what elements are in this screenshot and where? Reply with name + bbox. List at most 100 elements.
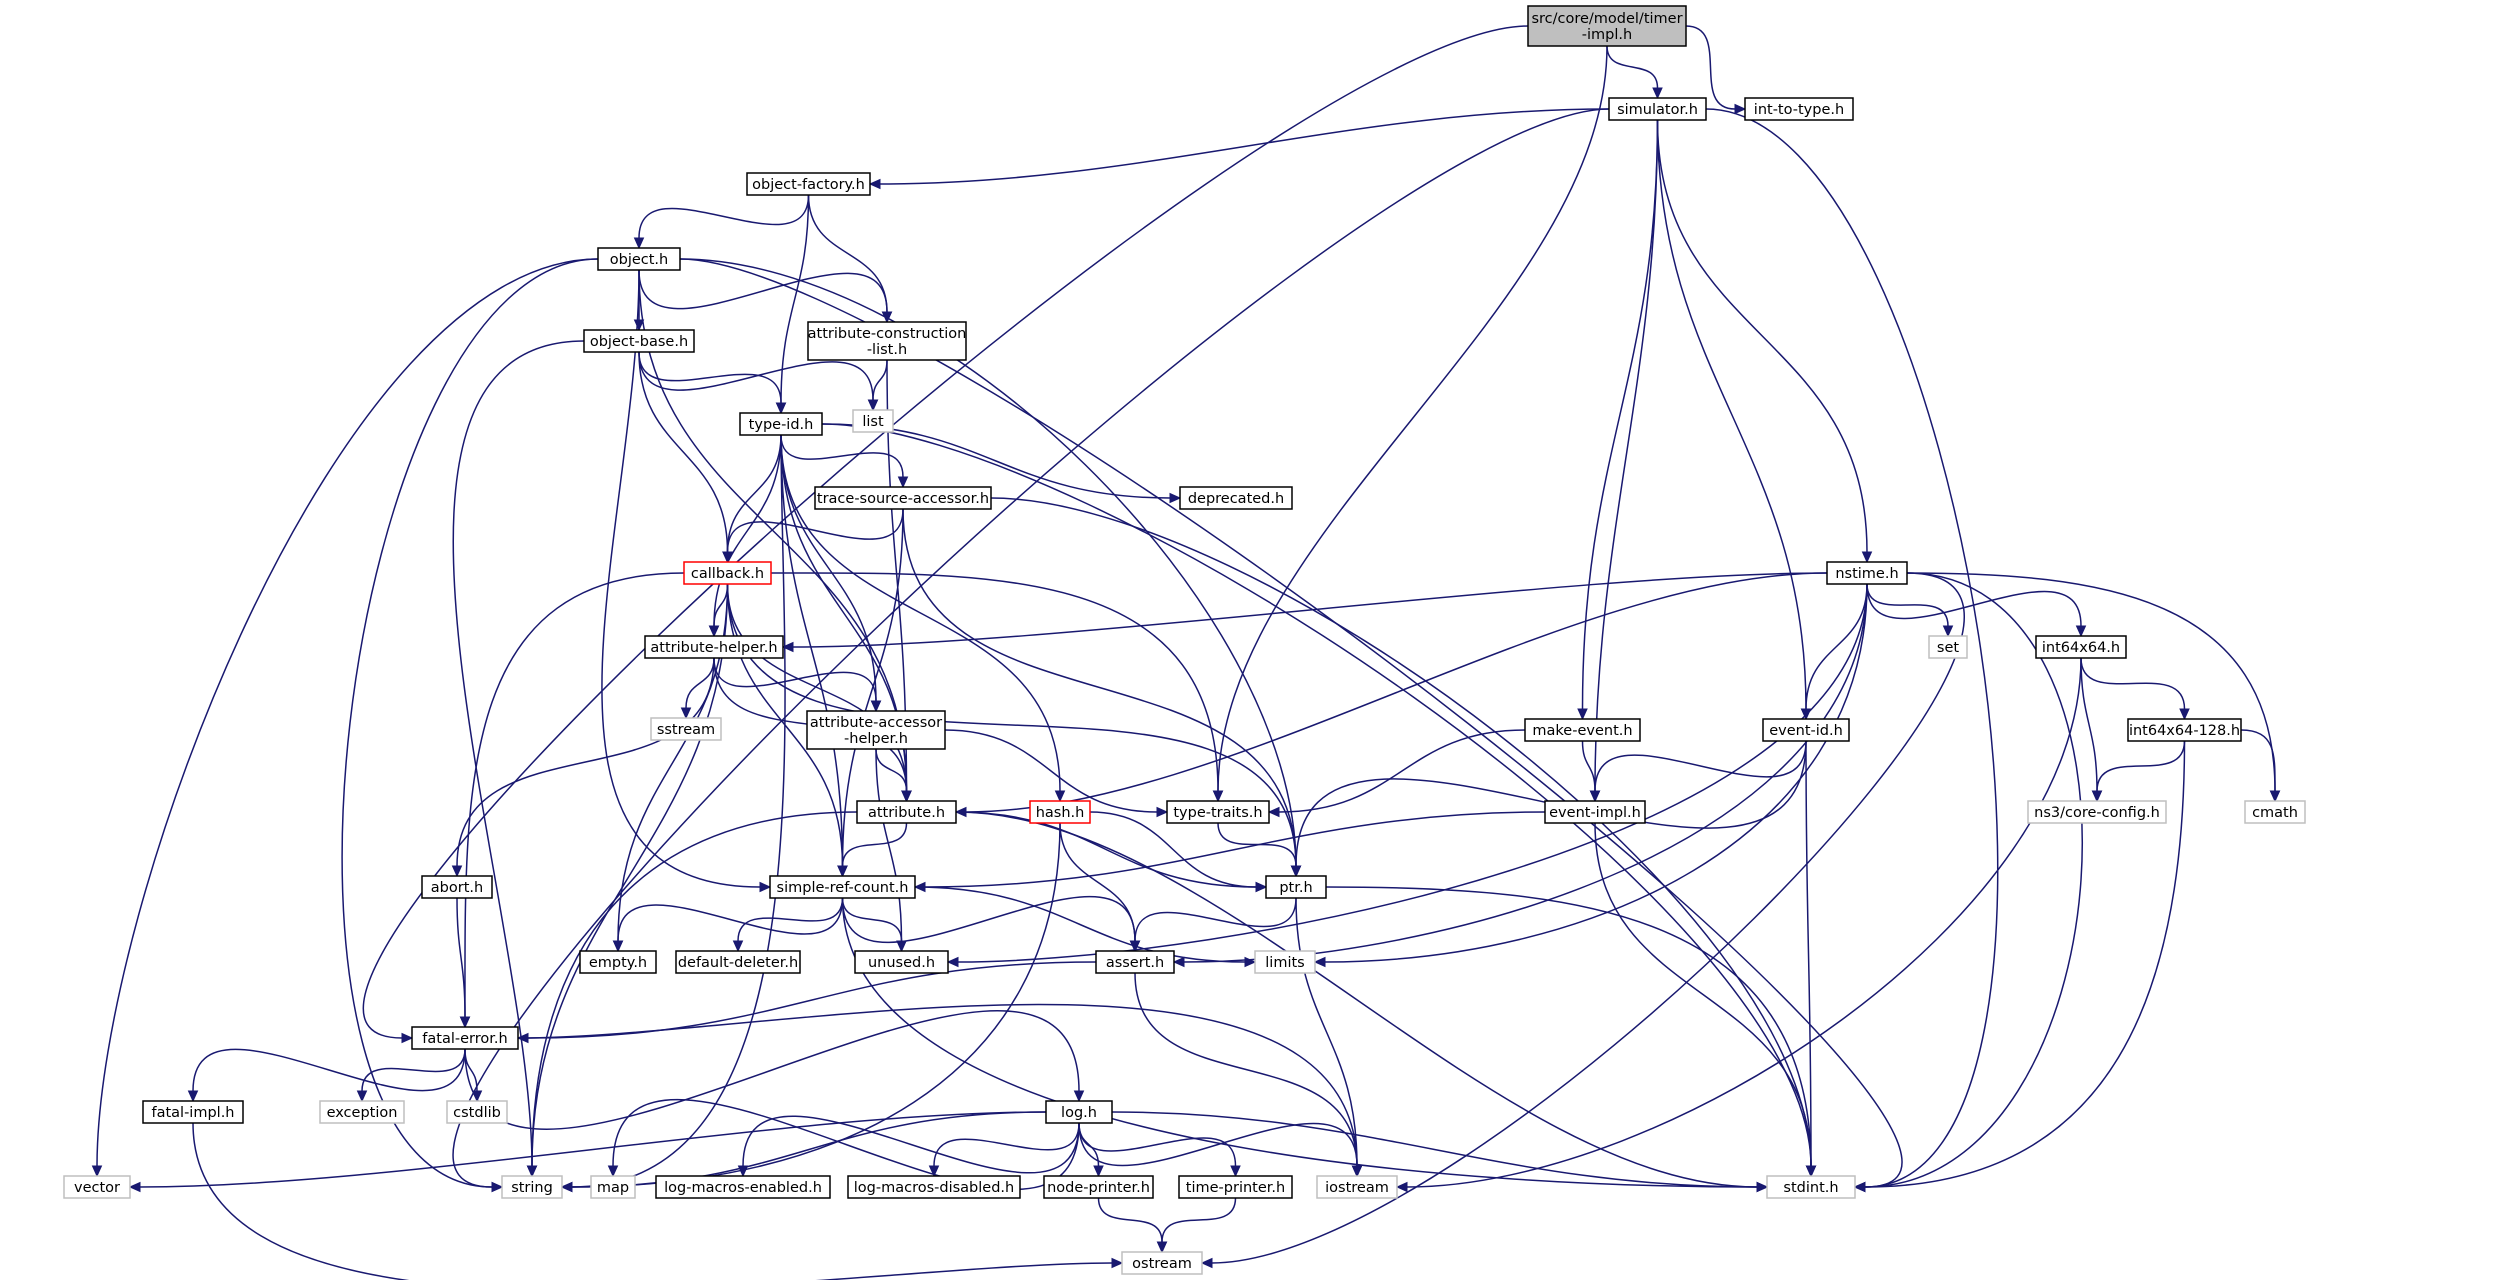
node-box xyxy=(579,950,657,974)
node-unused[interactable]: unused.h xyxy=(854,950,949,974)
node-defdel[interactable]: default-deleter.h xyxy=(675,950,801,974)
node-typetraits[interactable]: type-traits.h xyxy=(1166,800,1270,824)
node-label: simple-ref-count.h xyxy=(777,880,909,896)
edge-line xyxy=(726,434,782,553)
node-eventid[interactable]: event-id.h xyxy=(1762,718,1850,742)
node-log[interactable]: log.h xyxy=(1045,1100,1113,1124)
edge-timer-to-fatalerror xyxy=(362,25,1529,1044)
edge-simulator-to-objfactory xyxy=(868,108,1610,190)
node-lme[interactable]: log-macros-enabled.h xyxy=(655,1175,831,1199)
node-fatalerror[interactable]: fatal-error.h xyxy=(411,1026,519,1050)
edge-log-to-lme xyxy=(737,1115,1080,1178)
node-box xyxy=(1179,486,1293,510)
node-hash[interactable]: hash.h xyxy=(1029,800,1091,824)
node-attribute[interactable]: attribute.h xyxy=(856,800,957,824)
node-label: type-id.h xyxy=(749,417,814,433)
node-attrhelper[interactable]: attribute-helper.h xyxy=(644,635,784,659)
edge-line xyxy=(924,811,1546,888)
node-label: int64x64.h xyxy=(2042,640,2120,656)
edge-line xyxy=(990,497,1812,1167)
node-label: trace-source-accessor.h xyxy=(817,491,989,507)
node-cstdlib: cstdlib xyxy=(446,1100,508,1124)
node-eventimpl[interactable]: event-impl.h xyxy=(1544,800,1646,824)
edge-arrowhead xyxy=(1212,790,1224,803)
edge-line xyxy=(1906,572,2276,792)
edge-fatalerror-to-exception xyxy=(356,1048,466,1103)
edge-line xyxy=(362,25,1529,1039)
node-int64x64[interactable]: int64x64.h xyxy=(2035,635,2127,659)
edge-line xyxy=(2240,729,2276,792)
edge-line xyxy=(1406,657,2082,1188)
node-box xyxy=(739,412,823,436)
edge-arrowhead xyxy=(870,700,882,713)
node-nodeprinter[interactable]: node-printer.h xyxy=(1043,1175,1154,1199)
edge-line xyxy=(770,572,1219,792)
edge-arrowhead xyxy=(560,1181,573,1193)
node-map: map xyxy=(590,1175,636,1199)
node-inttotype[interactable]: int-to-type.h xyxy=(1744,97,1854,121)
edge-arrowhead xyxy=(1589,790,1601,803)
edge-simulator-to-makeevent xyxy=(1577,119,1659,721)
edge-timer-to-inttotype xyxy=(1685,25,1747,115)
edge-line xyxy=(361,1048,466,1092)
node-stdint: stdint.h xyxy=(1766,1175,1856,1199)
edge-line xyxy=(713,657,877,702)
node-label: time-printer.h xyxy=(1186,1180,1285,1196)
edge-line xyxy=(1211,572,1965,1264)
node-int128[interactable]: int64x64-128.h xyxy=(2127,718,2242,742)
node-attrcons[interactable]: attribute-construction-list.h xyxy=(807,321,967,361)
node-label: -helper.h xyxy=(844,731,908,747)
edge-line xyxy=(841,897,1758,1188)
node-box xyxy=(2027,800,2167,824)
node-lmd[interactable]: log-macros-disabled.h xyxy=(847,1175,1021,1199)
node-timeprinter[interactable]: time-printer.h xyxy=(1178,1175,1293,1199)
node-objbase[interactable]: object-base.h xyxy=(583,329,695,353)
node-aah[interactable]: attribute-accessor-helper.h xyxy=(806,710,946,750)
node-ostream: ostream xyxy=(1121,1251,1203,1275)
edge-arrowhead xyxy=(1734,103,1747,115)
node-box xyxy=(2244,800,2306,824)
edge-line xyxy=(1656,119,1807,710)
edge-line xyxy=(1805,583,1868,710)
node-string: string xyxy=(501,1175,563,1199)
node-label: exception xyxy=(327,1105,398,1121)
edge-arrowhead xyxy=(401,1032,414,1044)
node-box xyxy=(590,1175,636,1199)
node-label: event-id.h xyxy=(1769,723,1843,739)
node-box xyxy=(1524,718,1641,742)
edge-attrhelper-to-abort xyxy=(451,657,715,878)
node-object[interactable]: object.h xyxy=(597,247,681,271)
edge-arrowhead xyxy=(1853,1181,1866,1193)
edge-arrowhead xyxy=(1351,1165,1363,1178)
node-typeid[interactable]: type-id.h xyxy=(739,412,823,436)
node-box xyxy=(63,1175,131,1199)
node-box xyxy=(675,950,801,974)
node-objfactory[interactable]: object-factory.h xyxy=(746,172,871,196)
node-abort[interactable]: abort.h xyxy=(421,875,493,899)
node-label: fatal-impl.h xyxy=(151,1105,234,1121)
node-timer[interactable]: src/core/model/timer-impl.h xyxy=(1527,5,1687,47)
edge-arrowhead xyxy=(1054,790,1066,803)
edge-arrowhead xyxy=(1255,881,1268,893)
edge-fatalerror-to-fatalimpl xyxy=(187,1048,466,1103)
edge-line xyxy=(96,258,599,1167)
edge-line xyxy=(726,583,1297,867)
node-callback[interactable]: callback.h xyxy=(683,561,772,585)
node-simulator[interactable]: simulator.h xyxy=(1608,97,1707,121)
node-assert[interactable]: assert.h xyxy=(1095,950,1175,974)
node-empty[interactable]: empty.h xyxy=(579,950,657,974)
node-src[interactable]: simple-ref-count.h xyxy=(769,875,916,899)
node-nstime[interactable]: nstime.h xyxy=(1826,561,1908,585)
node-fatalimpl[interactable]: fatal-impl.h xyxy=(142,1100,244,1124)
node-deprecated[interactable]: deprecated.h xyxy=(1179,486,1293,510)
edge-line xyxy=(955,811,1758,1188)
node-label: attribute-accessor xyxy=(810,715,942,731)
node-tsa[interactable]: trace-source-accessor.h xyxy=(814,486,992,510)
edge-nstime-to-ostream xyxy=(1200,572,1965,1269)
edge-line xyxy=(841,896,1136,943)
edge-arrowhead xyxy=(526,1165,538,1178)
node-makeevent[interactable]: make-event.h xyxy=(1524,718,1641,742)
node-ptr[interactable]: ptr.h xyxy=(1265,875,1327,899)
edge-line xyxy=(792,572,1828,648)
